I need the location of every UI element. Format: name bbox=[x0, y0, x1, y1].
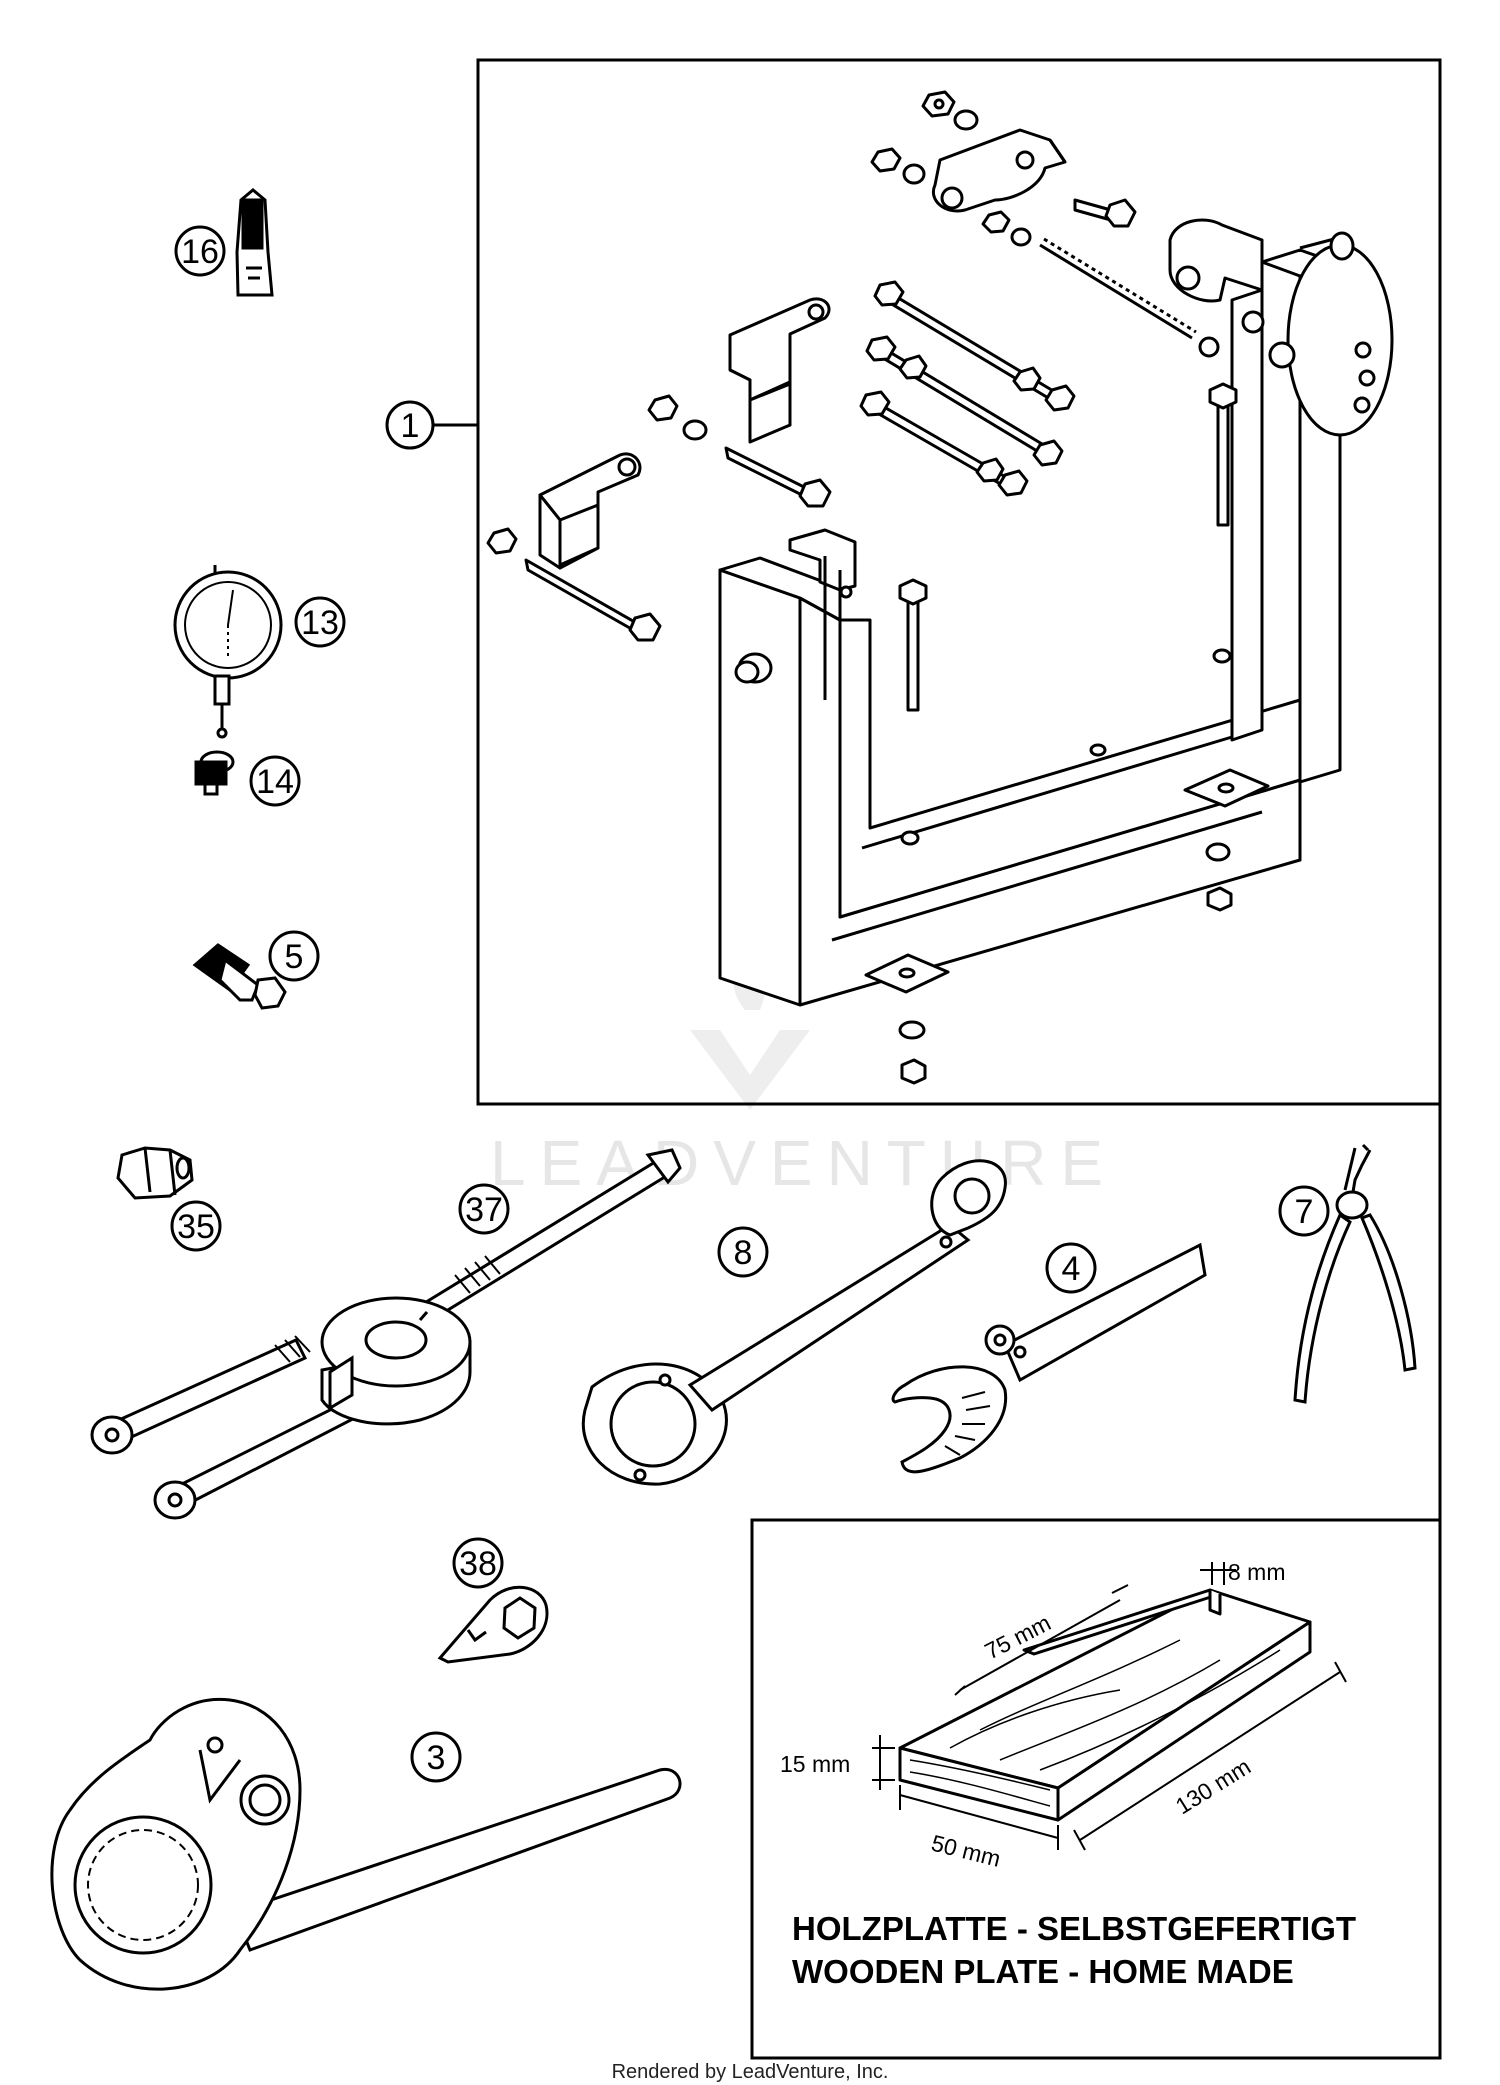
square-tube-hook-lower-icon bbox=[538, 452, 642, 570]
ring-spanner-icon bbox=[581, 1159, 1007, 1486]
callout-38-label: 38 bbox=[459, 1545, 497, 1583]
callout-5: 5 bbox=[268, 930, 320, 982]
callout-3: 3 bbox=[410, 1731, 462, 1783]
callout-5-label: 5 bbox=[285, 938, 304, 976]
callout-37-label: 37 bbox=[465, 1191, 503, 1229]
upper-link-bracket-icon bbox=[931, 128, 1067, 213]
callout-4: 4 bbox=[1045, 1242, 1097, 1294]
circlip-pliers-icon bbox=[1293, 1143, 1417, 1404]
dim-75mm: 75 mm bbox=[980, 1609, 1054, 1664]
callout-3-label: 3 bbox=[427, 1739, 446, 1777]
holding-tool-icon bbox=[50, 1697, 682, 1991]
dim-50mm: 50 mm bbox=[929, 1830, 1003, 1872]
callout-38: 38 bbox=[452, 1537, 504, 1589]
assembly-frame-box bbox=[476, 58, 1442, 1106]
callout-13: 13 bbox=[294, 596, 346, 648]
socket-icon bbox=[116, 1146, 194, 1200]
callout-35: 35 bbox=[170, 1200, 222, 1252]
plate-title-en: WOODEN PLATE - HOME MADE bbox=[792, 1953, 1294, 1990]
callout-37: 37 bbox=[458, 1183, 510, 1235]
engine-stand-icon bbox=[718, 218, 1394, 1007]
callout-8: 8 bbox=[717, 1226, 769, 1278]
hardware-icon bbox=[486, 90, 1270, 1085]
plate-title-de: HOLZPLATTE - SELBSTGEFERTIGT bbox=[792, 1910, 1356, 1947]
square-tube-hook-upper-icon bbox=[728, 297, 831, 444]
dim-15mm: 15 mm bbox=[780, 1751, 850, 1777]
callout-14-label: 14 bbox=[256, 763, 294, 801]
watermark-text: LEADVENTURE bbox=[490, 1127, 1117, 1199]
callout-1: 1 bbox=[385, 400, 478, 450]
callout-35-label: 35 bbox=[177, 1208, 215, 1246]
callout-13-label: 13 bbox=[301, 604, 339, 642]
hook-wrench-icon bbox=[891, 1242, 1207, 1474]
puller-icon bbox=[90, 1148, 682, 1520]
callout-7-label: 7 bbox=[1295, 1193, 1314, 1231]
callout-7: 7 bbox=[1278, 1185, 1330, 1237]
gauge-adapter-icon bbox=[194, 750, 235, 796]
watermark-logo bbox=[690, 1030, 810, 1110]
callout-14: 14 bbox=[249, 755, 301, 807]
dial-gauge-icon bbox=[173, 565, 283, 739]
sealant-tube-icon bbox=[235, 188, 274, 297]
callout-16-label: 16 bbox=[181, 233, 219, 271]
gear-segment-tool-icon bbox=[192, 943, 287, 1010]
footer-credit: Rendered by LeadVenture, Inc. bbox=[612, 2061, 889, 2083]
wooden-plate-icon bbox=[898, 1588, 1312, 1822]
callout-16: 16 bbox=[174, 225, 226, 277]
callout-4-label: 4 bbox=[1062, 1250, 1081, 1288]
dim-130mm: 130 mm bbox=[1171, 1753, 1255, 1819]
dimension-lines bbox=[872, 1562, 1347, 1851]
lock-plate-icon bbox=[437, 1585, 549, 1664]
wooden-plate-box bbox=[750, 1518, 1442, 2060]
callout-8-label: 8 bbox=[734, 1234, 753, 1272]
callout-1-label: 1 bbox=[401, 407, 420, 445]
dim-8mm: 8 mm bbox=[1228, 1559, 1286, 1585]
